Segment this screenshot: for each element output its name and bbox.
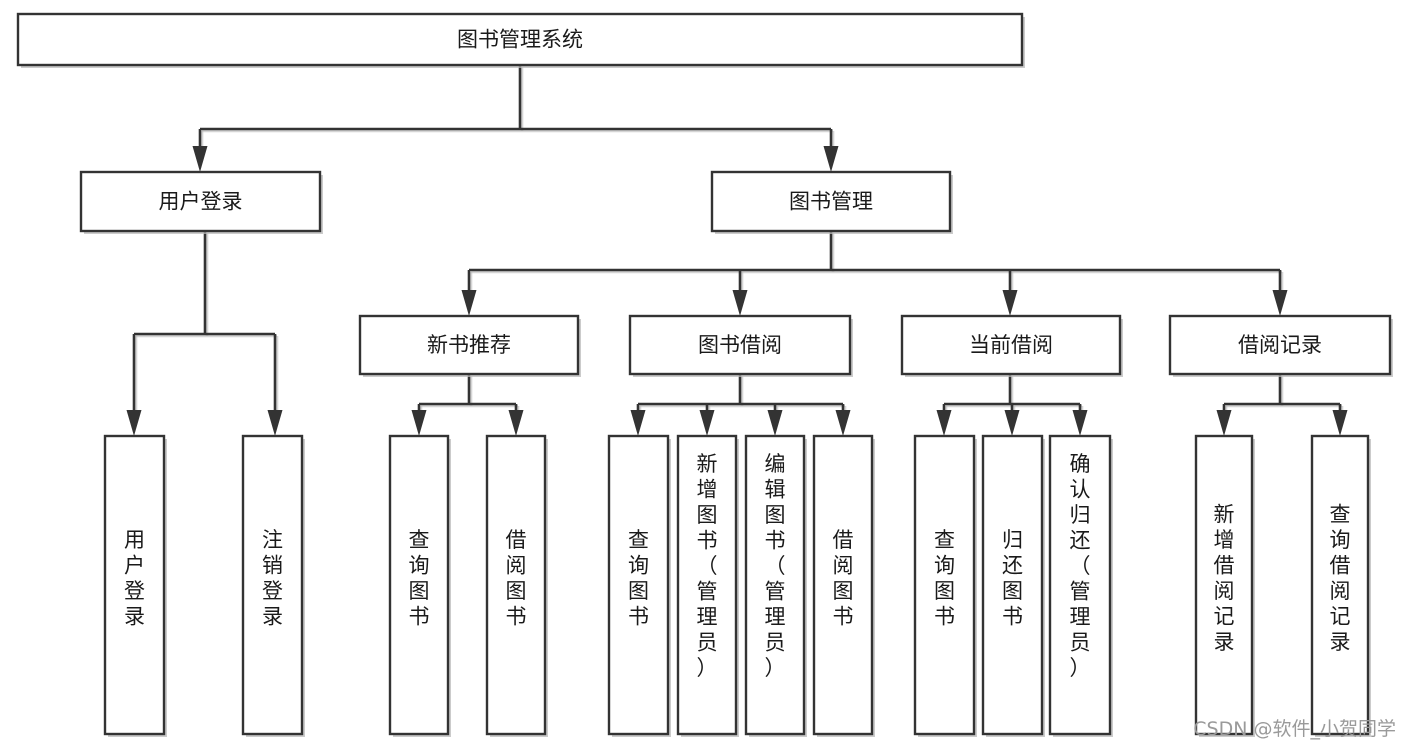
node-leaf-6-编辑图书管理员-rect[interactable] [744,434,806,736]
node-leaf-1-注销登录[interactable]: 注销登录 [241,434,305,737]
node-level3-2-当前借阅[interactable]: 当前借阅 [900,314,1123,377]
node-leaf-3-借阅图书-label: 借阅图书 [506,528,527,629]
node-leaf-3-借阅图书-rect[interactable] [485,434,547,736]
node-level2-0-用户登录-label: 用户登录 [159,190,243,214]
node-leaf-5-新增图书管理员-rect[interactable] [676,434,738,736]
node-leaf-12-查询借阅记录[interactable]: 查询借阅记录 [1310,434,1371,737]
node-leaf-6-编辑图书管理员-label: 编辑图书（管理员） [765,452,786,680]
node-leaf-12-查询借阅记录-label: 查询借阅记录 [1330,502,1351,654]
node-level3-1-图书借阅[interactable]: 图书借阅 [628,314,853,377]
group-2-leaf-drop-0-arrowhead [936,410,952,436]
group-0-leaf-drop-1-arrowhead [508,410,524,436]
connector-layer [126,65,1348,436]
node-level3-1-图书借阅-label: 图书借阅 [698,333,782,357]
node-leaf-10-确认归还管理员[interactable]: 确认归还（管理员） [1048,434,1113,737]
node-leaf-12-查询借阅记录-rect[interactable] [1310,434,1370,736]
manage-drop-2-arrowhead [1002,290,1018,316]
node-level3-2-当前借阅-label: 当前借阅 [969,333,1053,357]
node-leaf-10-确认归还管理员-label: 确认归还（管理员） [1070,452,1091,680]
node-level2-0-用户登录-rect[interactable] [79,170,322,233]
node-leaf-5-新增图书管理员-label: 新增图书（管理员） [697,452,718,680]
node-level2-0-用户登录[interactable]: 用户登录 [79,170,323,234]
node-leaf-0-用户登录-rect[interactable] [103,434,166,736]
node-leaf-2-查询图书-label: 查询图书 [409,528,430,629]
login-drop-1-arrowhead [267,410,283,436]
group-0-leaf-drop-0-arrowhead [411,410,427,436]
root-drop-1-arrowhead [823,146,839,172]
node-leaf-11-新增借阅记录-label: 新增借阅记录 [1214,502,1235,654]
node-level2-1-图书管理[interactable]: 图书管理 [710,170,953,234]
manage-drop-3-arrowhead [1272,290,1288,316]
root-drop-0-arrowhead [192,146,208,172]
node-leaf-8-查询图书-label: 查询图书 [934,528,955,629]
node-root-图书管理系统-label: 图书管理系统 [457,28,583,52]
node-leaf-1-注销登录-rect[interactable] [241,434,304,736]
node-leaf-4-查询图书-rect[interactable] [607,434,670,736]
group-2-leaf-drop-1-arrowhead [1004,410,1020,436]
node-leaf-2-查询图书-rect[interactable] [388,434,450,736]
group-1-leaf-drop-1-arrowhead [699,410,715,436]
node-leaf-0-用户登录[interactable]: 用户登录 [103,434,167,737]
node-level2-1-图书管理-label: 图书管理 [789,190,873,214]
node-leaf-11-新增借阅记录-rect[interactable] [1194,434,1254,736]
node-level3-2-当前借阅-rect[interactable] [900,314,1122,376]
node-leaf-5-新增图书管理员[interactable]: 新增图书（管理员） [676,434,739,737]
csdn-watermark: CSDN @软件_小贺同学 [1193,718,1396,740]
node-leaf-7-借阅图书-rect[interactable] [812,434,874,736]
node-root-图书管理系统-rect[interactable] [16,12,1024,67]
node-leaf-3-借阅图书[interactable]: 借阅图书 [485,434,548,737]
manage-drop-1-arrowhead [732,290,748,316]
node-leaf-10-确认归还管理员-rect[interactable] [1048,434,1112,736]
node-root-图书管理系统[interactable]: 图书管理系统 [16,12,1025,68]
group-3-leaf-drop-0-arrowhead [1216,410,1232,436]
node-level3-0-新书推荐-rect[interactable] [358,314,580,376]
node-leaf-9-归还图书[interactable]: 归还图书 [981,434,1045,737]
node-level3-0-新书推荐-label: 新书推荐 [427,333,511,357]
node-leaf-0-用户登录-label: 用户登录 [124,528,145,629]
node-leaf-4-查询图书-label: 查询图书 [628,528,649,629]
group-1-leaf-drop-0-arrowhead [630,410,646,436]
node-leaf-6-编辑图书管理员[interactable]: 编辑图书（管理员） [744,434,807,737]
node-leaf-7-借阅图书-label: 借阅图书 [833,528,854,629]
node-leaf-1-注销登录-label: 注销登录 [262,528,283,629]
group-3-leaf-drop-1-arrowhead [1332,410,1348,436]
node-level3-3-借阅记录-rect[interactable] [1168,314,1392,376]
node-level2-1-图书管理-rect[interactable] [710,170,952,233]
node-leaf-8-查询图书-rect[interactable] [913,434,976,736]
node-layer: 图书管理系统用户登录图书管理新书推荐图书借阅当前借阅借阅记录用户登录注销登录查询… [16,12,1393,737]
node-leaf-9-归还图书-label: 归还图书 [1002,528,1023,629]
group-1-leaf-drop-3-arrowhead [835,410,851,436]
group-2-leaf-drop-2-arrowhead [1072,410,1088,436]
node-leaf-8-查询图书[interactable]: 查询图书 [913,434,977,737]
node-leaf-2-查询图书[interactable]: 查询图书 [388,434,451,737]
node-leaf-7-借阅图书[interactable]: 借阅图书 [812,434,875,737]
node-leaf-9-归还图书-rect[interactable] [981,434,1044,736]
node-level3-0-新书推荐[interactable]: 新书推荐 [358,314,581,377]
node-leaf-4-查询图书[interactable]: 查询图书 [607,434,671,737]
node-level3-3-借阅记录-label: 借阅记录 [1238,333,1322,357]
login-drop-0-arrowhead [126,410,142,436]
manage-drop-0-arrowhead [461,290,477,316]
node-level3-1-图书借阅-rect[interactable] [628,314,852,376]
node-leaf-11-新增借阅记录[interactable]: 新增借阅记录 [1194,434,1255,737]
node-level3-3-借阅记录[interactable]: 借阅记录 [1168,314,1393,377]
group-1-leaf-drop-2-arrowhead [767,410,783,436]
